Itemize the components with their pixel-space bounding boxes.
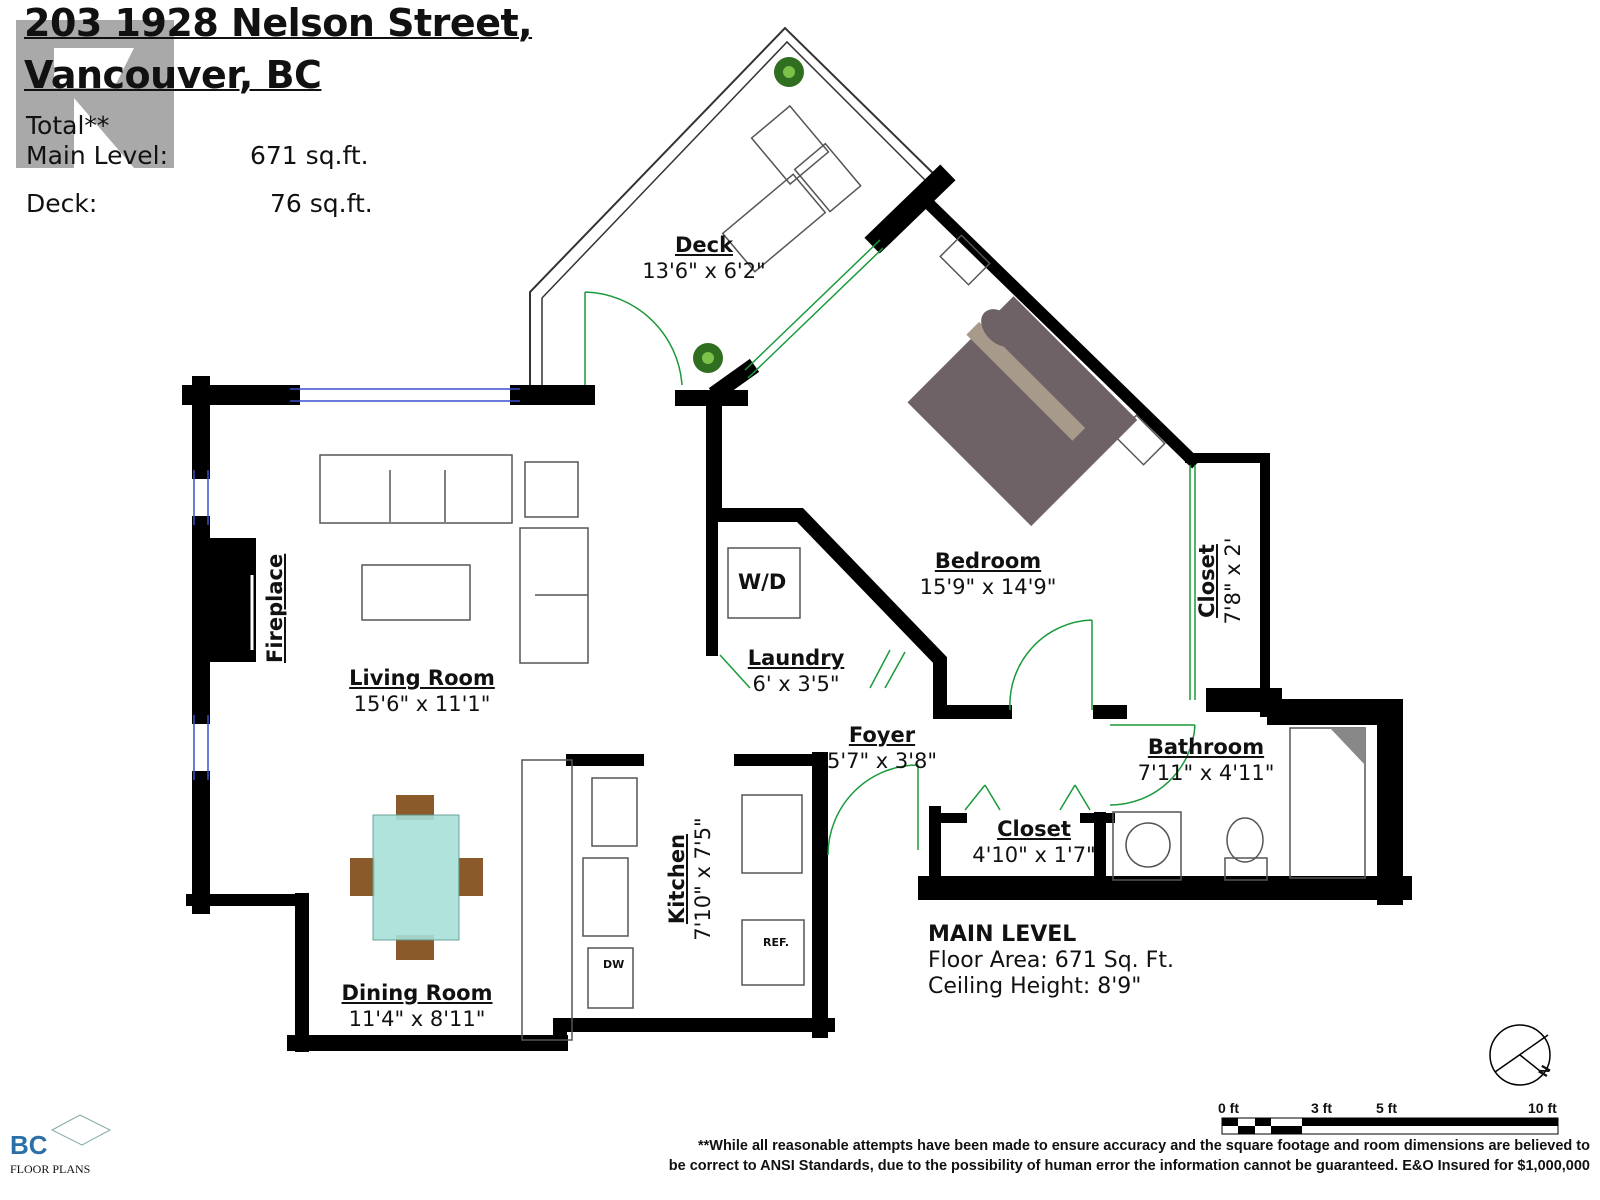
main-level-label: Main Level: xyxy=(26,141,169,170)
realtor-logo-icon xyxy=(16,20,174,168)
fireplace-label: Fireplace xyxy=(262,553,288,663)
room-dims: 5'7" x 3'8" xyxy=(826,749,938,773)
disclaimer-line: be correct to ANSI Standards, due to the… xyxy=(668,1158,1590,1174)
disclaimer-line: **While all reasonable attempts have bee… xyxy=(697,1138,1590,1154)
room-name: Bedroom xyxy=(934,549,1042,573)
address-line-2: Vancouver, BC xyxy=(24,53,322,97)
doors xyxy=(584,239,1196,856)
level-name: MAIN LEVEL xyxy=(928,922,1077,947)
address-line-1: 203 1928 Nelson Street, xyxy=(24,1,533,45)
scale-bar xyxy=(1221,1117,1559,1135)
scale-label: 0 ft xyxy=(1218,1100,1239,1116)
room-name: Closet xyxy=(997,817,1071,841)
floor-area: Floor Area: 671 Sq. Ft. xyxy=(928,948,1174,973)
bc-logo-text: BC xyxy=(10,1130,48,1160)
room-name: Bathroom xyxy=(1147,735,1265,759)
room-dims: 7'11" x 4'11" xyxy=(1137,761,1275,785)
scale-label: 10 ft xyxy=(1528,1100,1557,1116)
scale-label: 3 ft xyxy=(1311,1100,1332,1116)
deck-value: 76 sq.ft. xyxy=(270,189,373,218)
room-name: Closet xyxy=(1195,544,1219,618)
room-name: Deck xyxy=(674,233,734,257)
dining-table xyxy=(350,795,483,960)
realtor-watermark xyxy=(14,8,174,178)
room-dims: 4'10" x 1'7" xyxy=(972,843,1096,867)
room-dims: 7'8" x 2' xyxy=(1221,537,1245,625)
windows xyxy=(193,388,520,780)
room-name: Fireplace xyxy=(263,553,287,663)
bc-logo-sub: FLOOR PLANS xyxy=(10,1162,91,1176)
deck-label: Deck: xyxy=(26,189,98,218)
room-dims: 11'4" x 8'11" xyxy=(348,1007,486,1031)
bc-floor-plans-logo-icon xyxy=(50,1114,112,1146)
room-dims: 6' x 3'5" xyxy=(752,672,840,696)
dishwasher-label: DW xyxy=(603,958,625,971)
washer-dryer-label: W/D xyxy=(738,570,787,594)
room-name: Foyer xyxy=(848,723,916,747)
room-dims: 13'6" x 6'2" xyxy=(642,259,766,283)
room-name: Kitchen xyxy=(665,833,689,925)
room-name: Laundry xyxy=(747,646,845,670)
room-dims: 15'6" x 11'1" xyxy=(353,692,491,716)
scale-label: 5 ft xyxy=(1376,1100,1397,1116)
compass-icon xyxy=(1489,1024,1551,1086)
level-summary: MAIN LEVEL Floor Area: 671 Sq. Ft. Ceili… xyxy=(928,922,1174,1000)
fridge-label: REF. xyxy=(763,936,790,949)
walls xyxy=(182,164,1412,1052)
room-dims: 15'9" x 14'9" xyxy=(919,575,1057,599)
deck-railing xyxy=(529,26,943,385)
room-name: Living Room xyxy=(349,666,495,690)
disclaimer: **While all reasonable attempts have bee… xyxy=(669,1136,1590,1176)
main-level-value: 671 sq.ft. xyxy=(250,141,369,170)
ceiling-height: Ceiling Height: 8'9" xyxy=(928,974,1142,999)
total-label: Total** xyxy=(26,111,110,140)
furniture xyxy=(319,104,1366,1041)
room-dims: 7'10" x 7'5" xyxy=(691,817,715,941)
bed xyxy=(907,296,1138,527)
room-name: Dining Room xyxy=(341,981,493,1005)
fireplace xyxy=(192,538,256,662)
